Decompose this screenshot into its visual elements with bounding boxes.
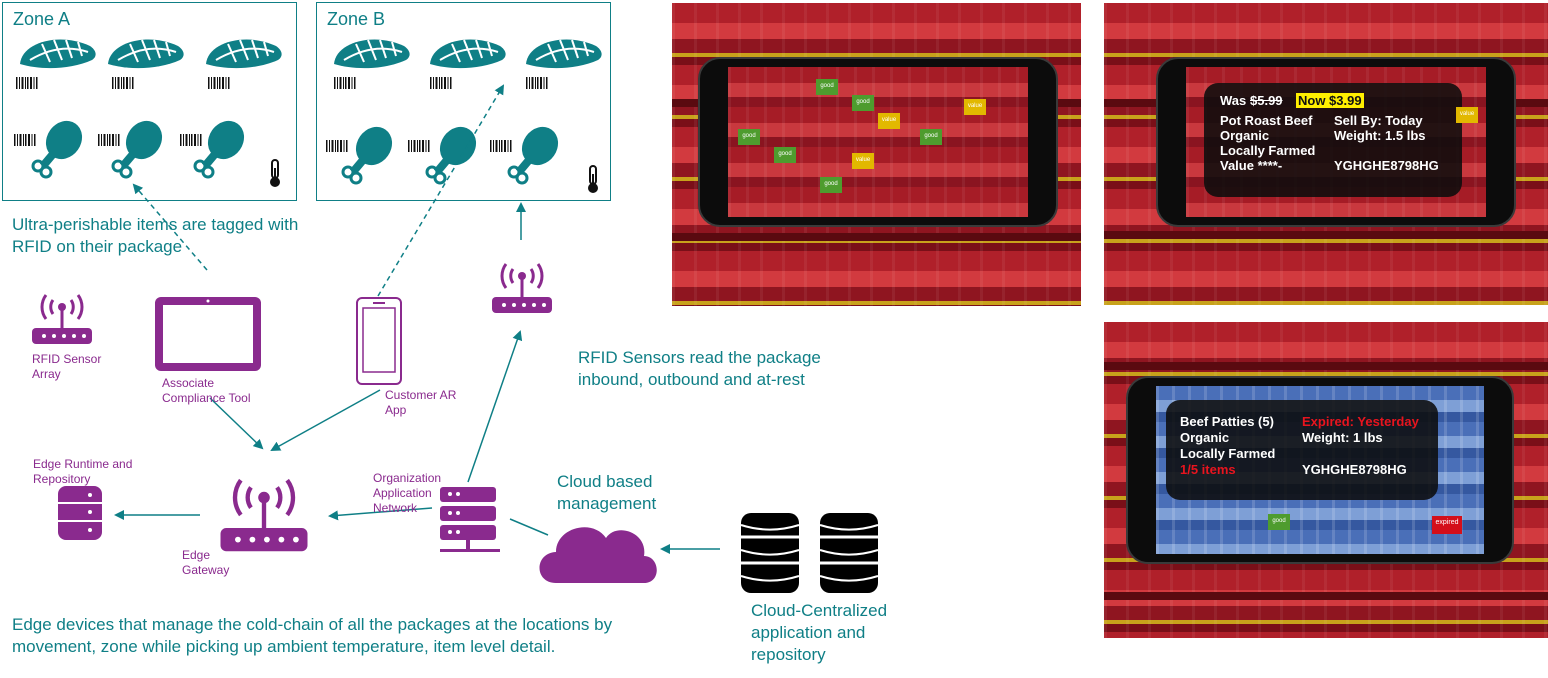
product-attr-local: Locally Farmed bbox=[1180, 446, 1276, 461]
ar-photo-panel-3: Beef Patties (5) Organic Locally Farmed … bbox=[1104, 322, 1548, 638]
items-count: 1/5 items bbox=[1180, 462, 1236, 477]
barcode-icon bbox=[430, 77, 452, 89]
server-rack-icon bbox=[440, 487, 500, 552]
database-icon bbox=[819, 513, 879, 593]
product-info-card: Was $5.99 Now $3.99 Pot Roast Beef Organ… bbox=[1204, 83, 1462, 197]
drumstick-icon bbox=[507, 118, 567, 185]
customer-ar-label: Customer AR App bbox=[385, 388, 457, 417]
now-price: Now $3.99 bbox=[1296, 93, 1364, 108]
cloud-centralized-caption: Cloud-Centralized application and reposi… bbox=[751, 601, 888, 664]
was-label: Was bbox=[1220, 93, 1247, 108]
arrow-server-to-gateway bbox=[328, 507, 433, 521]
drumstick-icon bbox=[193, 112, 253, 179]
drumstick-icon bbox=[31, 112, 91, 179]
cloud-based-caption: Cloud based management bbox=[557, 472, 657, 513]
connector-server-cloud bbox=[509, 518, 549, 536]
phone-screen: Was $5.99 Now $3.99 Pot Roast Beef Organ… bbox=[1186, 67, 1486, 217]
tag-value: value bbox=[964, 99, 986, 115]
rfid-sensor-array-label: RFID Sensor Array bbox=[32, 352, 102, 381]
rfid-sensors-caption: RFID Sensors read the package inbound, o… bbox=[578, 348, 821, 389]
tag-good: good bbox=[820, 177, 842, 193]
phone-frame: Was $5.99 Now $3.99 Pot Roast Beef Organ… bbox=[1156, 57, 1516, 227]
weight: Weight: 1 lbs bbox=[1302, 430, 1383, 445]
meat-icon bbox=[429, 38, 507, 70]
drumstick-icon bbox=[425, 118, 485, 185]
meat-icon bbox=[333, 38, 411, 70]
meat-icon bbox=[205, 38, 283, 70]
edge-runtime-label: Edge Runtime and Repository bbox=[33, 457, 133, 486]
product-code: YGHGHE8798HG bbox=[1302, 462, 1407, 477]
drumstick-icon bbox=[111, 112, 171, 179]
zone-router-icon bbox=[490, 262, 554, 315]
edge-gateway-label: Edge Gateway bbox=[182, 548, 230, 577]
arrow-tablet-to-zone-a bbox=[132, 183, 208, 271]
tag-good: good bbox=[852, 95, 874, 111]
thermometer-icon bbox=[269, 159, 281, 188]
zone-a-title: Zone A bbox=[13, 9, 71, 29]
expired-status: Expired: Yesterday bbox=[1302, 414, 1419, 429]
meat-icon bbox=[19, 38, 97, 70]
zone-b-box: Zone B bbox=[316, 2, 611, 201]
arrow-phone-to-zone-b bbox=[377, 84, 505, 297]
zone-b-title: Zone B bbox=[327, 9, 386, 29]
drumstick-icon bbox=[341, 118, 401, 185]
arrow-tablet-to-gateway bbox=[209, 397, 264, 450]
barcode-icon bbox=[526, 77, 548, 89]
ar-photo-panel-1: good good good good good good value valu… bbox=[672, 3, 1081, 306]
tag-good: good bbox=[738, 129, 760, 145]
barcode-icon bbox=[490, 140, 512, 152]
associate-tool-label: Associate Compliance Tool bbox=[162, 376, 251, 405]
ultra-perishable-caption: Ultra-perishable items are tagged with R… bbox=[12, 215, 299, 256]
product-info-card: Beef Patties (5) Organic Locally Farmed … bbox=[1166, 400, 1438, 500]
barcode-icon bbox=[208, 77, 230, 89]
phone-frame: Beef Patties (5) Organic Locally Farmed … bbox=[1126, 376, 1514, 564]
weight: Weight: 1.5 lbs bbox=[1334, 128, 1426, 143]
tag-good: good bbox=[1268, 514, 1290, 530]
arrow-phone-to-gateway bbox=[270, 389, 381, 451]
tag-value: value bbox=[852, 153, 874, 169]
barcode-icon bbox=[408, 140, 430, 152]
tag-good: good bbox=[920, 129, 942, 145]
product-attr-local: Locally Farmed bbox=[1220, 143, 1316, 158]
barcode-icon bbox=[14, 134, 36, 146]
ar-photo-panel-2: Was $5.99 Now $3.99 Pot Roast Beef Organ… bbox=[1104, 3, 1548, 305]
edge-gateway-icon bbox=[221, 480, 308, 551]
phone-screen: Beef Patties (5) Organic Locally Farmed … bbox=[1156, 386, 1484, 554]
product-attr-organic: Organic bbox=[1220, 128, 1270, 143]
meat-icon bbox=[525, 38, 603, 70]
meat-icon bbox=[107, 38, 185, 70]
barcode-icon bbox=[326, 140, 348, 152]
database-icon bbox=[740, 513, 800, 593]
edge-devices-caption: Edge devices that manage the cold-chain … bbox=[12, 615, 613, 656]
rfid-sensor-array-icon bbox=[30, 293, 94, 346]
org-network-label: Organization Application Network bbox=[373, 471, 442, 515]
barcode-icon bbox=[180, 134, 202, 146]
database-icon bbox=[58, 486, 102, 540]
tag-value: value bbox=[1456, 107, 1478, 123]
product-code: YGHGHE8798HG bbox=[1334, 158, 1439, 173]
thermometer-icon bbox=[587, 165, 599, 194]
tablet-icon bbox=[155, 297, 261, 371]
phone-icon bbox=[356, 297, 402, 385]
product-name: Pot Roast Beef bbox=[1220, 113, 1313, 128]
zone-a-box: Zone A bbox=[2, 2, 297, 201]
arrow-server-to-router bbox=[467, 330, 523, 483]
sell-by: Sell By: Today bbox=[1334, 113, 1423, 128]
product-attr-organic: Organic bbox=[1180, 430, 1230, 445]
phone-screen: good good good good good good value valu… bbox=[728, 67, 1028, 217]
barcode-icon bbox=[112, 77, 134, 89]
barcode-icon bbox=[334, 77, 356, 89]
was-price: $5.99 bbox=[1250, 93, 1283, 108]
phone-frame: good good good good good good value valu… bbox=[698, 57, 1058, 227]
barcode-icon bbox=[16, 77, 38, 89]
product-value-rating: Value ****- bbox=[1220, 158, 1283, 173]
product-name: Beef Patties (5) bbox=[1180, 414, 1274, 429]
tag-good: good bbox=[774, 147, 796, 163]
tag-good: good bbox=[816, 79, 838, 95]
tag-expired: expired bbox=[1432, 516, 1462, 534]
barcode-icon bbox=[98, 134, 120, 146]
tag-value: value bbox=[878, 113, 900, 129]
cloud-icon bbox=[539, 527, 657, 583]
